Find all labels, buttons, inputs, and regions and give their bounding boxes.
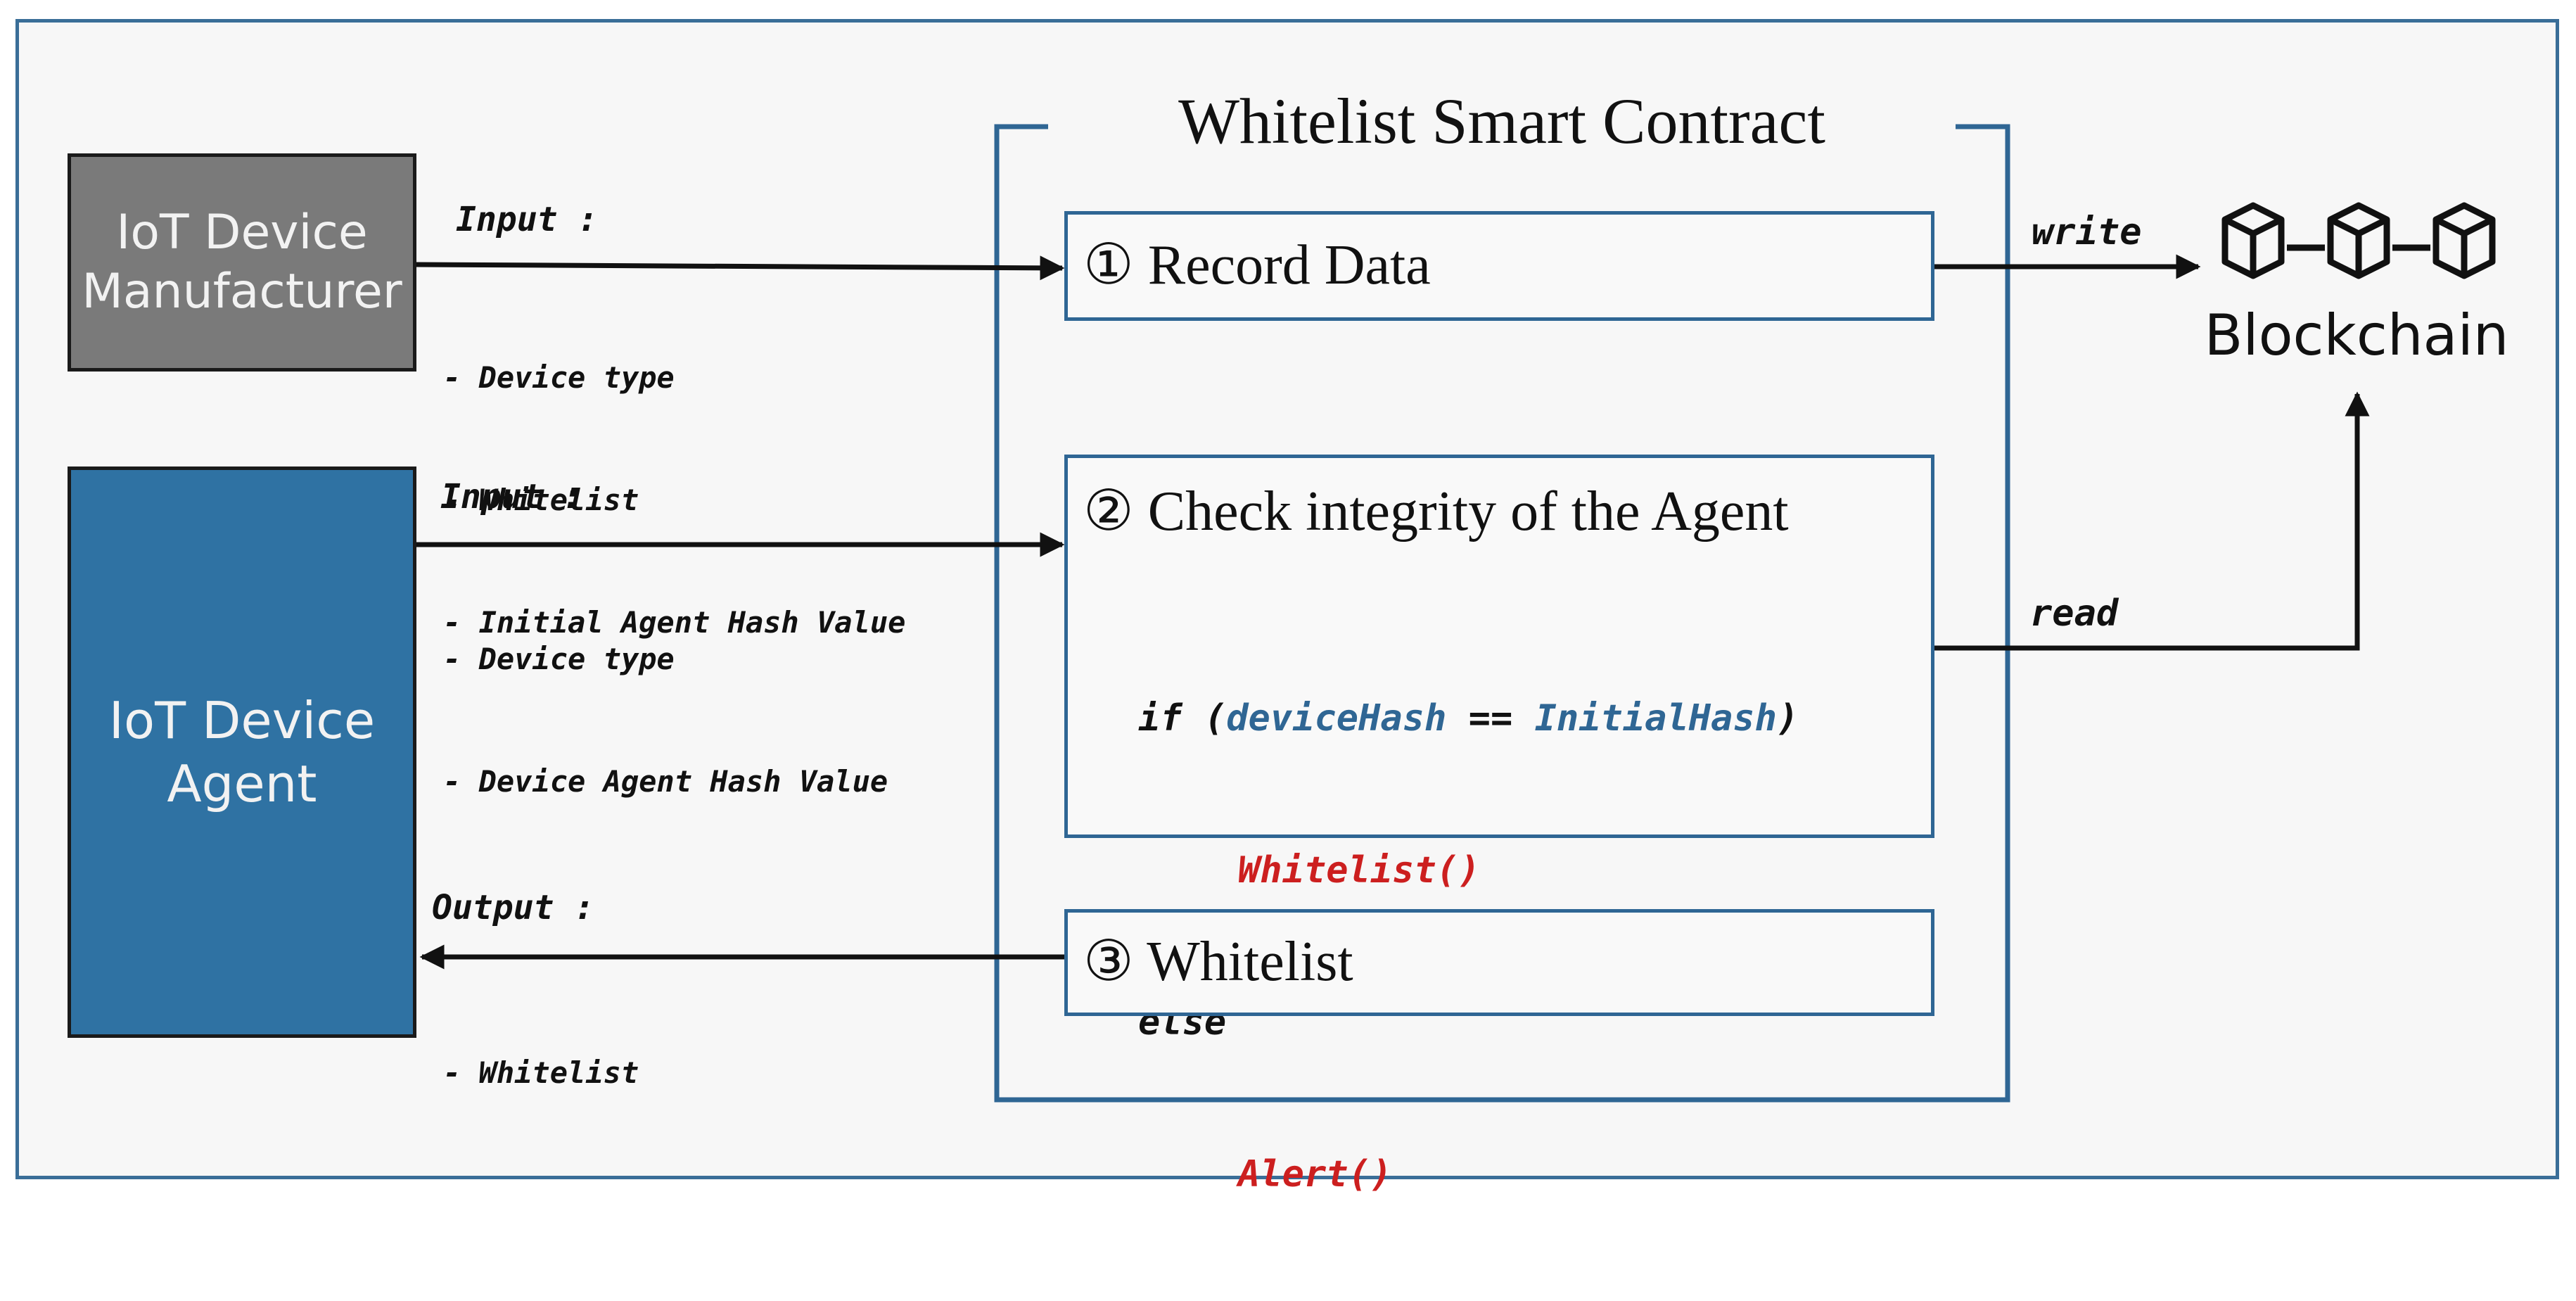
read-arrow bbox=[1932, 391, 2370, 651]
contract-bracket-left bbox=[994, 124, 2010, 1103]
step-whitelist-label: ③ Whitelist bbox=[1083, 931, 1353, 993]
iot-device-agent-box: IoT Device Agent bbox=[68, 467, 416, 1038]
write-label: write bbox=[2032, 211, 2142, 253]
manufacturer-input-item: - Whitelist bbox=[443, 483, 639, 517]
agent-input-item: - Device type bbox=[443, 642, 675, 676]
block-cube-icon bbox=[2432, 202, 2496, 279]
agent-label-line2: Agent bbox=[167, 754, 317, 813]
manufacturer-input-arrow bbox=[416, 255, 1065, 281]
manufacturer-label-line2: Manufacturer bbox=[82, 264, 402, 319]
blockchain-icon bbox=[2221, 202, 2496, 279]
agent-input-label: Input : bbox=[440, 477, 583, 516]
code-alert-call: Alert() bbox=[1238, 1153, 1393, 1195]
code-line-if: if (deviceHash == InitialHash) bbox=[1138, 693, 1799, 744]
connector-layer bbox=[416, 124, 2370, 1103]
manufacturer-input-label: Input : bbox=[456, 200, 599, 239]
code-open-paren: ( bbox=[1204, 697, 1227, 740]
step-check-integrity-box: ② Check integrity of the Agent if (devic… bbox=[1064, 455, 1934, 1195]
step-whitelist-box: ③ Whitelist bbox=[1064, 909, 1934, 1016]
manufacturer-input-item: - Device type bbox=[443, 360, 675, 395]
block-cube-icon bbox=[2221, 202, 2285, 279]
code-initial-hash: InitialHash bbox=[1534, 697, 1777, 740]
agent-output-label: Output : bbox=[432, 888, 595, 927]
code-whitelist-call: Whitelist() bbox=[1238, 849, 1481, 891]
code-equals: == bbox=[1468, 697, 1513, 740]
code-device-hash: deviceHash bbox=[1226, 697, 1447, 740]
blockchain-label: Blockchain bbox=[2204, 303, 2509, 368]
contract-title: Whitelist Smart Contract bbox=[1048, 79, 1956, 163]
manufacturer-input-item: - Initial Agent Hash Value bbox=[443, 605, 906, 640]
agent-output-item: - Whitelist bbox=[443, 1055, 639, 1090]
agent-input-list: - Device type - Device Agent Hash Value bbox=[443, 557, 888, 843]
block-cube-icon bbox=[2327, 202, 2390, 279]
manufacturer-input-list: - Device type - Whitelist - Initial Agen… bbox=[443, 276, 905, 684]
integrity-code-block: if (deviceHash == InitialHash) Whitelist… bbox=[1138, 592, 1799, 1301]
manufacturer-label-line1: IoT Device bbox=[116, 205, 368, 260]
iot-device-manufacturer-box: IoT Device Manufacturer bbox=[68, 153, 416, 372]
read-label: read bbox=[2030, 592, 2119, 635]
code-if-keyword: if bbox=[1138, 697, 1182, 740]
code-close-paren: ) bbox=[1776, 697, 1799, 740]
step-check-integrity-label: ② Check integrity of the Agent bbox=[1083, 481, 1789, 542]
agent-input-item: - Device Agent Hash Value bbox=[443, 764, 888, 799]
step-record-data-box: ① Record Data bbox=[1064, 211, 1934, 321]
step-record-data-label: ① Record Data bbox=[1083, 234, 1431, 296]
agent-label-line1: IoT Device bbox=[108, 691, 376, 750]
agent-output-list: - Whitelist bbox=[443, 971, 639, 1134]
